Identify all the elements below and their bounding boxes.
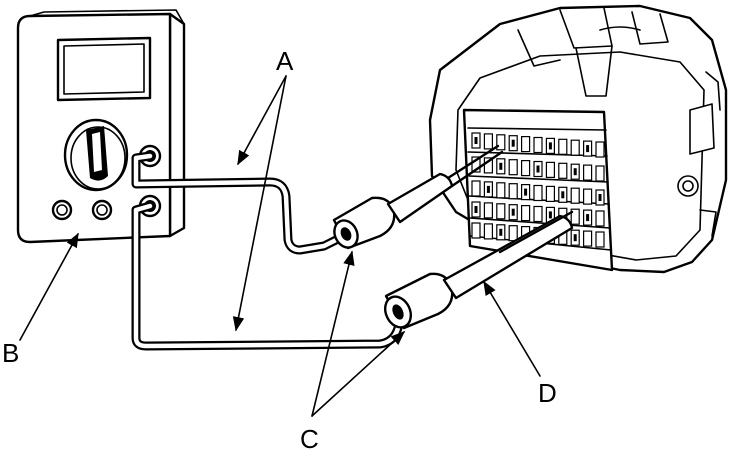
connector-pin-cell — [471, 222, 481, 239]
connector-pin-cell — [570, 187, 580, 204]
connector-pin-cell — [471, 156, 481, 173]
multimeter-display — [56, 36, 152, 102]
connector-pin-cell — [595, 141, 605, 158]
connector-pin-contact — [511, 139, 515, 147]
connector-pin-contact — [499, 162, 503, 170]
connector-pin-contact — [573, 234, 577, 242]
connector-pin-cell — [595, 210, 605, 227]
connector-pin-contact — [586, 214, 590, 222]
test-lead-upper — [131, 151, 349, 255]
connector-pin-cell — [520, 205, 531, 222]
connector-pin-contact — [598, 194, 602, 201]
connector-pin-cell — [595, 231, 605, 248]
connector-pin-cell — [570, 139, 580, 156]
connector-pin-contact — [548, 142, 552, 150]
callout-a — [232, 75, 287, 332]
connector-pin-cell — [520, 136, 531, 153]
label-c: C — [300, 424, 319, 454]
connector-pin-cell — [520, 160, 531, 177]
connector-pin-contact — [524, 188, 528, 196]
connector-pin-cell — [533, 205, 543, 223]
connector-pin-contact — [586, 145, 590, 153]
connector-pin-cell — [558, 162, 568, 179]
probe-upper — [332, 144, 504, 250]
connector-pin-contact — [573, 168, 577, 176]
connector-pin-cell — [483, 202, 493, 219]
connector-pin-cell — [545, 185, 556, 202]
connector-pin-contact — [561, 191, 565, 199]
connector-pin-contact — [499, 228, 503, 236]
connector-pin-contact — [548, 211, 552, 219]
connector-pin-cell — [545, 161, 556, 178]
connector-pin-cell — [483, 133, 493, 150]
connector-pin-cell — [496, 134, 506, 151]
connector-pin-cell — [582, 188, 593, 205]
callout-c — [311, 250, 406, 417]
connector-pin-contact — [486, 185, 490, 193]
meter-jack-left-2[interactable] — [91, 199, 113, 221]
connector-pin-contact — [511, 208, 515, 216]
probe-lower — [383, 210, 574, 330]
connector-pin-cell — [533, 136, 543, 154]
connector-pin-cell — [508, 159, 518, 176]
connector-pin-cell — [483, 223, 493, 240]
rotary-dial-icon[interactable] — [63, 118, 129, 192]
callout-b — [19, 232, 79, 341]
callout-d — [483, 280, 541, 377]
connector-pin-contact — [474, 206, 478, 213]
connector-pin-contact — [474, 137, 478, 144]
connector-pin-cell — [570, 208, 580, 225]
connector-pin-cell — [582, 164, 593, 181]
connector-pin-cell — [558, 138, 568, 155]
connector-pin-cell — [496, 203, 506, 220]
connector-pin-cell — [582, 230, 593, 247]
connector-pin-contact — [536, 165, 540, 173]
connector-pin-cell — [595, 165, 605, 182]
label-d: D — [538, 378, 557, 408]
connector-pin-cell — [533, 184, 543, 202]
connector-pin-cell — [508, 183, 518, 200]
label-a: A — [276, 46, 294, 76]
label-b: B — [2, 338, 19, 368]
connector-pin-cell — [508, 225, 518, 242]
connector-pin-cell — [496, 182, 506, 199]
meter-jack-left-1[interactable] — [51, 199, 73, 221]
connector-pin-cell — [471, 180, 481, 197]
multimeter — [16, 9, 186, 244]
